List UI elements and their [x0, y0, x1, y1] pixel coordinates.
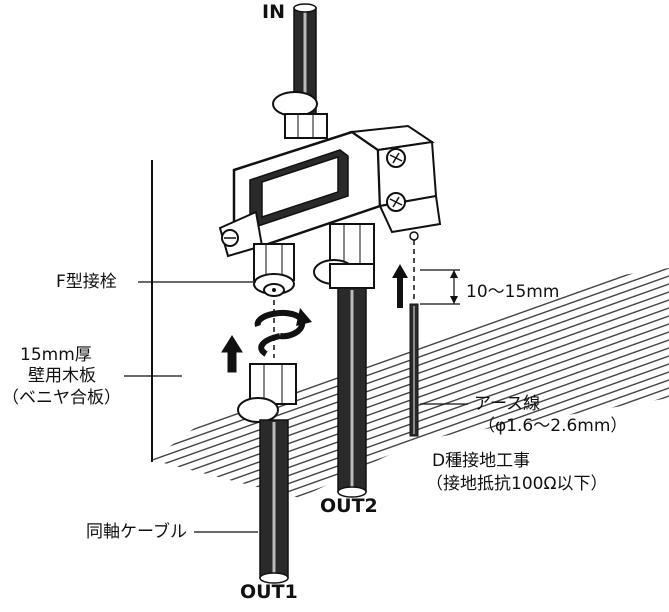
grounding-label-line2: （接地抵抗100Ω以下） — [426, 474, 608, 494]
wall-label-line3: （ベニヤ合板） — [2, 388, 121, 408]
wall-label-line2: 壁用木板 — [28, 366, 96, 386]
strip-length-label: 10〜15mm — [466, 282, 560, 302]
in-label: IN — [262, 1, 285, 23]
ground-wire — [392, 240, 468, 437]
out2-connector — [313, 223, 375, 289]
splitter-body — [218, 124, 442, 258]
in-cable — [272, 3, 328, 139]
out2-cable — [337, 287, 367, 498]
rotate-arrow-icon — [254, 309, 305, 340]
ground-terminal-hole — [409, 231, 419, 241]
ground-wire-label-line2: （φ1.6〜2.6mm） — [478, 416, 628, 436]
up-arrow-icon — [392, 264, 408, 308]
f-connector-label: F型接栓 — [56, 272, 117, 292]
up-arrow-icon — [221, 335, 243, 373]
wall-label-line1: 15mm厚 — [20, 345, 92, 365]
grounding-label-line1: D種接地工事 — [432, 451, 531, 471]
out1-cable — [259, 419, 289, 584]
out2-label: OUT2 — [320, 495, 378, 517]
coax-cable-label: 同軸ケーブル — [86, 522, 187, 542]
out1-label: OUT1 — [240, 581, 298, 603]
out1-connector — [221, 243, 312, 423]
ground-wire-label-line1: アース線 — [474, 394, 541, 414]
